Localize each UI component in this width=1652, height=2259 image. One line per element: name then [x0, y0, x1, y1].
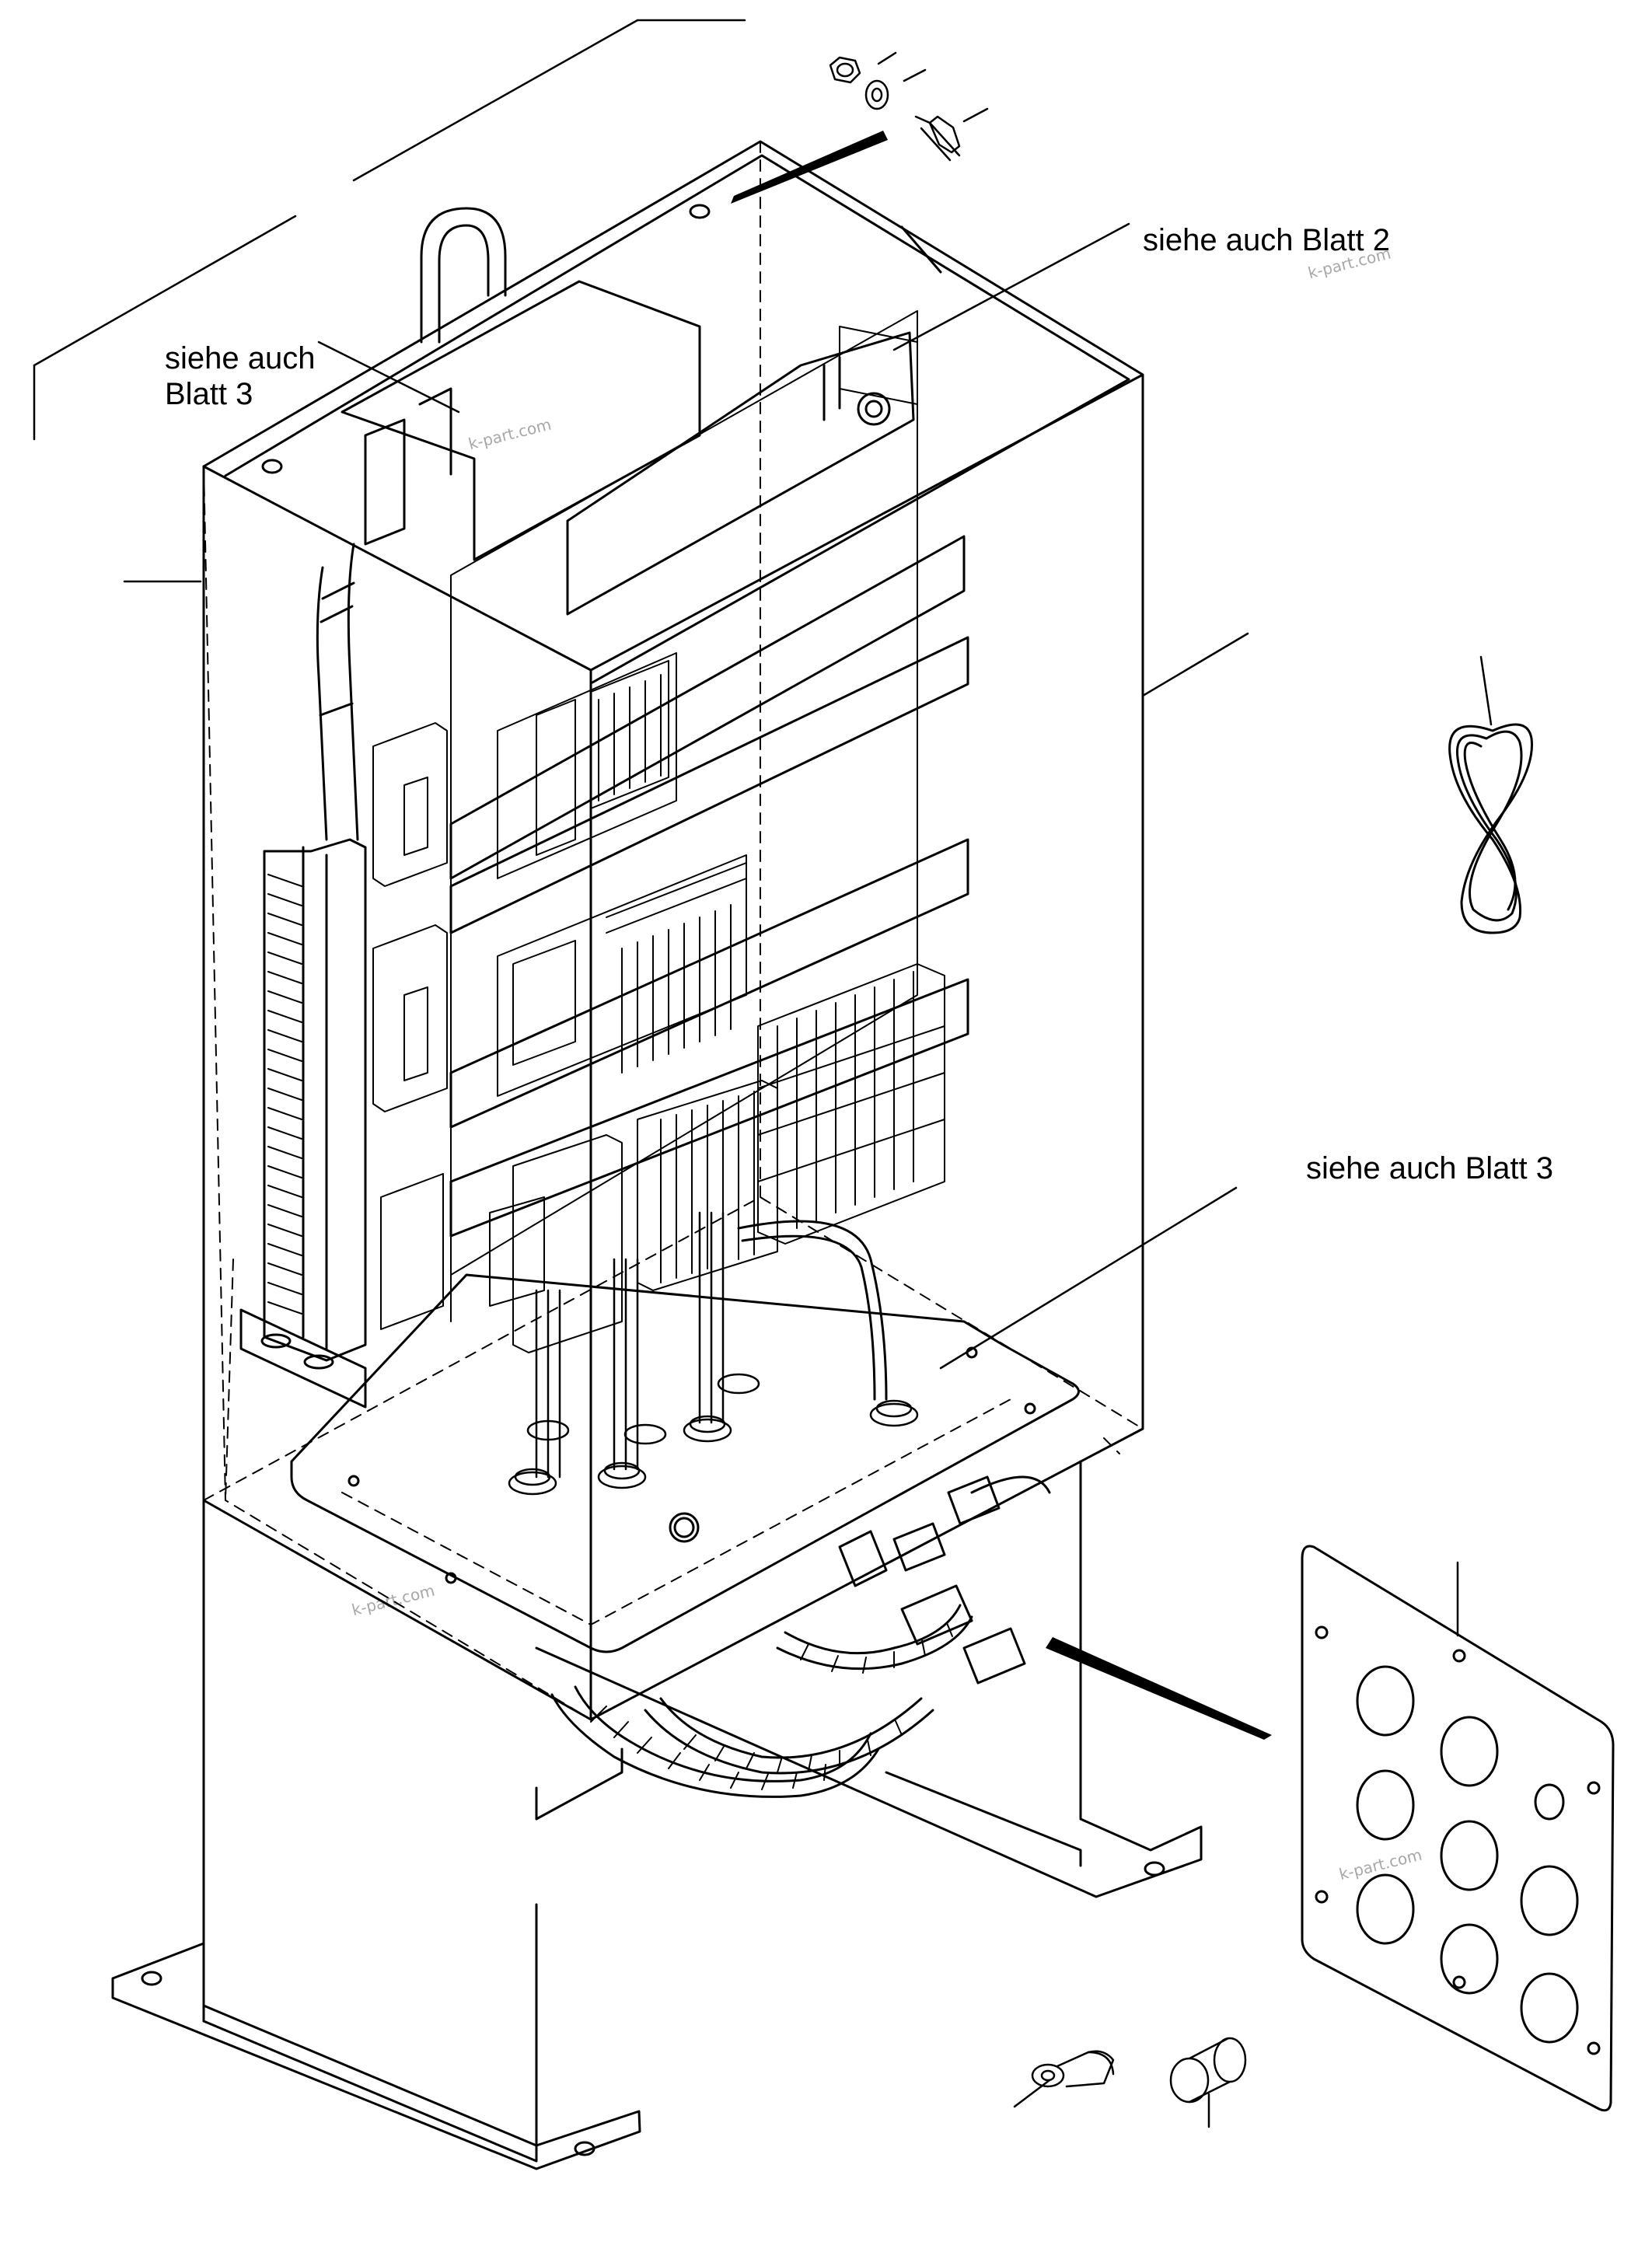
leader-lines [33, 19, 1493, 2128]
callout-blatt2: siehe auch Blatt 2 [1143, 223, 1390, 257]
ring-terminal [1031, 2050, 1115, 2088]
nut [829, 56, 861, 84]
cable-duct [239, 838, 367, 1409]
cable-bundle [316, 543, 359, 841]
arrow-hardware-to-cabinet [731, 131, 888, 204]
terminal-block-row-upper [497, 326, 918, 879]
cable-tie-loop [1448, 723, 1533, 934]
sleeve [1169, 2037, 1247, 2104]
arrow-plate-to-cabinet [1046, 1637, 1272, 1740]
control-cabinet [202, 140, 1144, 1721]
callout-blatt3-top: siehe auch Blatt 3 [165, 341, 316, 411]
relay-module [372, 722, 448, 1330]
terminal-block-row-middle [497, 854, 747, 1097]
cabinet-bottom-plate [225, 1259, 1120, 1653]
vertical-cables [535, 1211, 888, 1479]
callout-blatt3-right: siehe auch Blatt 3 [1306, 1151, 1553, 1185]
cable-entry-plate [1301, 1545, 1615, 2112]
flexible-conduit [550, 1475, 1051, 1798]
terminal-block-row-lower [489, 963, 945, 1353]
washer [864, 79, 889, 110]
bolt [914, 115, 961, 162]
cable-gland [508, 1373, 919, 1496]
mounting-frame [111, 465, 1203, 2170]
mounting-rail [449, 535, 969, 1322]
